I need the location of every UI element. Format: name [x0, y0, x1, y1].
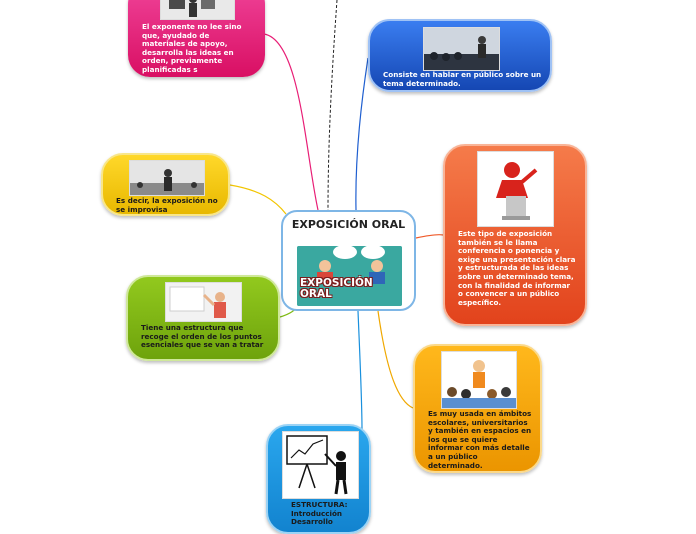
node-ambitos-text: Es muy usada en ámbitos escolares, unive… [428, 409, 532, 470]
node-estructura-text: ESTRUCTURA: Introducción Desarrollo [291, 500, 348, 527]
presentation-photo-icon [160, 0, 235, 20]
node-no-improvisa-text: Es decir, la exposición no se improvisa [116, 196, 218, 214]
teacher-photo-icon [165, 282, 242, 322]
connector-bottom [357, 310, 363, 431]
node-ambitos[interactable]: Es muy usada en ámbitos escolares, unive… [413, 344, 542, 473]
node-exponente-text: El exponente no lee sino que, ayudado de… [142, 22, 242, 74]
central-topic[interactable]: EXPOSICIÓN ORAL EXPOSICIÓN ORAL [281, 210, 416, 311]
exposicion-oral-illustration: EXPOSICIÓN ORAL [297, 246, 402, 306]
audience-photo-icon [423, 27, 500, 71]
central-topic-title: EXPOSICIÓN ORAL [291, 218, 406, 231]
connector-top-right [355, 57, 369, 211]
node-conferencia[interactable]: Este tipo de exposición también se le ll… [443, 144, 587, 326]
node-no-improvisa[interactable]: Es decir, la exposición no se improvisa [101, 153, 230, 216]
node-exponente[interactable]: El exponente no lee sino que, ayudado de… [128, 0, 265, 77]
connector-bottom-right [377, 310, 414, 409]
connector-top-left [263, 33, 319, 211]
chart-presenter-icon [282, 431, 359, 499]
speaker-podium-icon [477, 151, 554, 227]
exposicion-oral-image-label: EXPOSICIÓN ORAL [300, 277, 373, 300]
node-consiste[interactable]: Consiste en hablar en público sobre un t… [368, 19, 552, 92]
classroom-illustration-icon [441, 351, 517, 409]
node-estructura[interactable]: ESTRUCTURA: Introducción Desarrollo [266, 424, 371, 534]
meeting-photo-icon [129, 160, 205, 196]
node-conferencia-text: Este tipo de exposición también se le ll… [458, 229, 576, 307]
dashed-line [327, 0, 338, 211]
node-consiste-text: Consiste en hablar en público sobre un t… [383, 70, 542, 88]
connector-lines [229, 0, 444, 431]
connector-mid-left [229, 184, 287, 215]
node-estructura-orden[interactable]: Tiene una estructura que recoge el orden… [126, 275, 280, 361]
connector-right [415, 234, 444, 239]
node-estructura-orden-text: Tiene una estructura que recoge el orden… [141, 323, 264, 350]
